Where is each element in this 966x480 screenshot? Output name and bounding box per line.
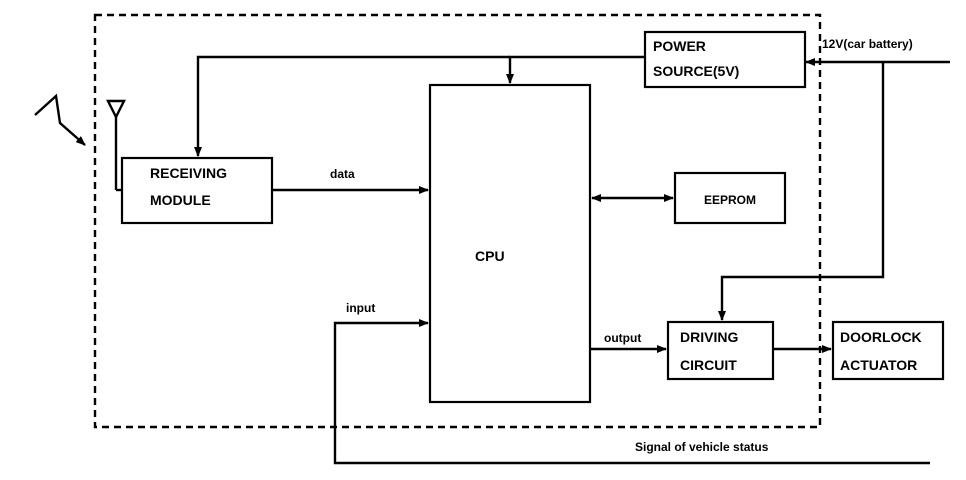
cpu-block	[430, 85, 590, 402]
input-label: input	[346, 301, 375, 315]
driving-circuit-label-line2: CIRCUIT	[680, 357, 737, 373]
data-label: data	[330, 167, 355, 181]
cpu-label: CPU	[475, 248, 505, 264]
vehicle-status-label: Signal of vehicle status	[635, 440, 769, 454]
radio-signal-icon	[35, 96, 85, 145]
power-to-cpu-arrow	[510, 57, 645, 83]
output-label: output	[604, 331, 641, 345]
driving-circuit-label-line1: DRIVING	[680, 329, 738, 345]
doorlock-actuator-label-line2: ACTUATOR	[840, 357, 917, 373]
eeprom-label: EEPROM	[704, 193, 756, 207]
doorlock-actuator-label-line1: DOORLOCK	[840, 329, 922, 345]
power-source-label-line1: POWER	[653, 38, 706, 54]
receiving-module-label-line2: MODULE	[150, 192, 211, 208]
power-source-label-line2: SOURCE(5V)	[653, 63, 739, 79]
receiving-module-label-line1: RECEIVING	[150, 165, 227, 181]
battery-label: 12V(car battery)	[822, 37, 913, 51]
